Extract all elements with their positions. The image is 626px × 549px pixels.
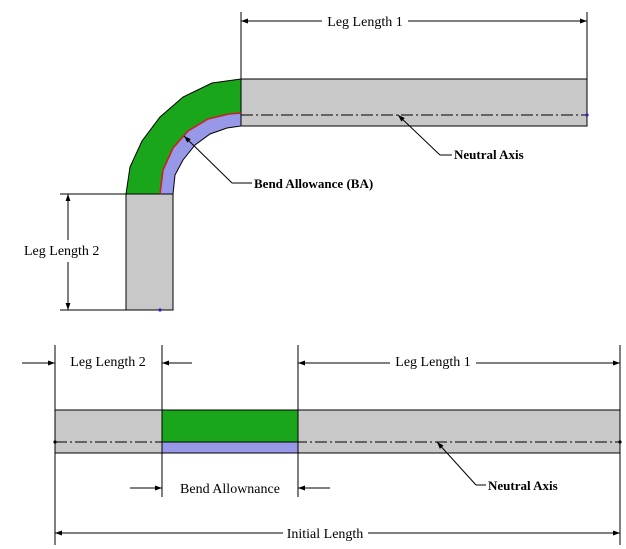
node-dot bbox=[53, 440, 57, 444]
leg-length-2-bottom-label: Leg Length 2 bbox=[70, 355, 145, 370]
flat-inner-strip bbox=[161, 441, 299, 454]
dim-leg-length-2-bottom: Leg Length 2 bbox=[22, 345, 192, 410]
bent-leg-1 bbox=[240, 78, 588, 127]
node-dot bbox=[158, 308, 162, 312]
bent-part bbox=[125, 78, 589, 312]
dim-leg-length-1-top: Leg Length 1 bbox=[240, 12, 588, 79]
leg-length-1-top-label: Leg Length 1 bbox=[327, 15, 402, 30]
bend-allownance-label: Bend Allownance bbox=[180, 482, 280, 497]
neutral-axis-top-label: Neutral Axis bbox=[454, 147, 524, 162]
node-dot bbox=[585, 113, 589, 117]
leg-length-1-bottom-label: Leg Length 1 bbox=[395, 355, 470, 370]
bent-neutral-arc bbox=[159, 112, 242, 195]
flat-leg-1 bbox=[297, 409, 621, 454]
neutral-axis-bottom-label: Neutral Axis bbox=[488, 478, 558, 493]
flat-part bbox=[53, 409, 622, 454]
dim-initial-length: Initial Length bbox=[54, 453, 621, 545]
initial-length-label: Initial Length bbox=[287, 527, 364, 542]
leader-neutral-axis-top: Neutral Axis bbox=[397, 114, 524, 162]
leader-bend-allowance-ba: Bend Allowance (BA) bbox=[183, 135, 373, 191]
leg-length-2-left-label: Leg Length 2 bbox=[24, 244, 99, 259]
bend-allowance-ba-label: Bend Allowance (BA) bbox=[254, 176, 373, 191]
flat-bend-region bbox=[161, 409, 299, 443]
dim-bend-allownance: Bend Allownance bbox=[130, 453, 330, 497]
node-dot bbox=[618, 440, 622, 444]
dim-leg-length-1-bottom: Leg Length 1 bbox=[297, 345, 621, 410]
flat-leg-2 bbox=[54, 409, 163, 454]
dim-leg-length-2-left: Leg Length 2 bbox=[24, 193, 126, 311]
bent-leg-2 bbox=[125, 193, 174, 311]
leader-neutral-axis-bottom: Neutral Axis bbox=[436, 441, 558, 493]
